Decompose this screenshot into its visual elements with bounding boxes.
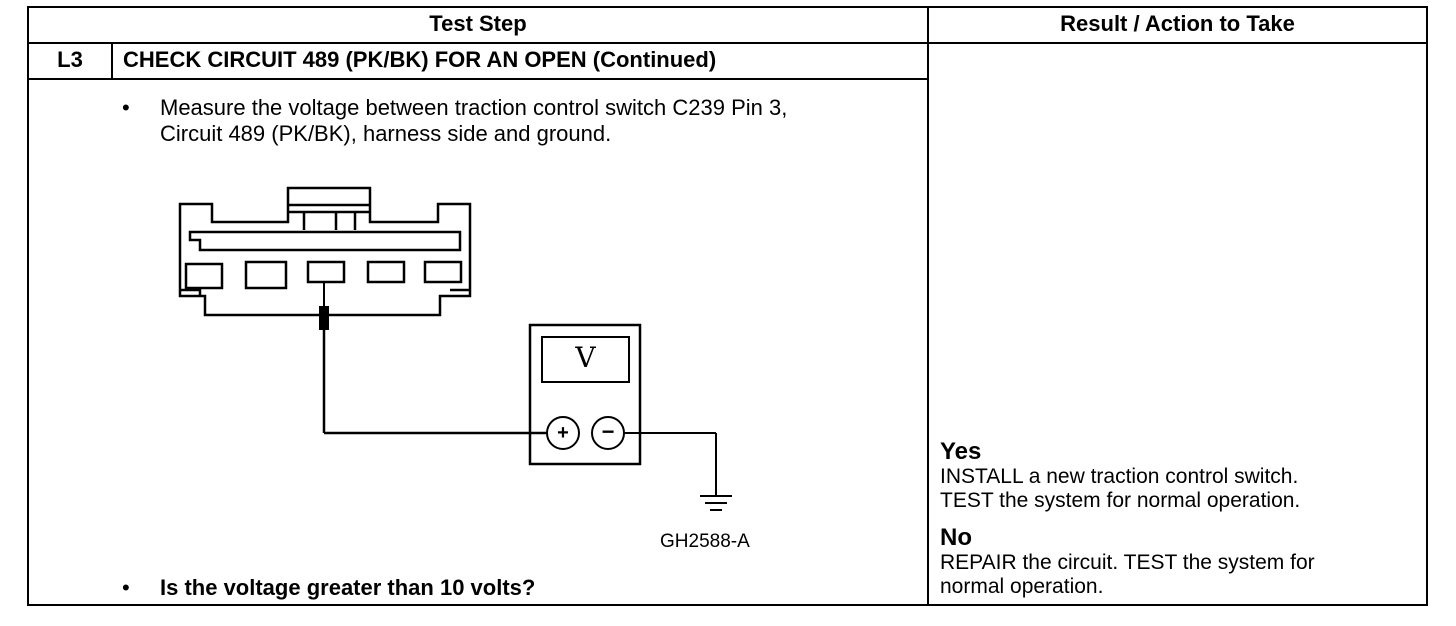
figure-id: GH2588-A (660, 531, 750, 552)
positive-terminal-label: + (557, 422, 569, 444)
measure-line-2: Circuit 489 (PK/BK), harness side and gr… (160, 121, 612, 146)
test-step-header: Test Step (429, 11, 527, 36)
step-title-divider (27, 78, 928, 80)
meter-display-symbol: V (575, 341, 596, 374)
no-label: No (940, 524, 972, 551)
pin-1 (184, 262, 224, 290)
step-title: CHECK CIRCUIT 489 (PK/BK) FOR AN OPEN (C… (123, 47, 717, 72)
pin-4 (366, 260, 406, 284)
measure-instruction-text: Measure the voltage between traction con… (160, 95, 787, 147)
wiring-diagram: V + − GH2588-A (178, 186, 750, 552)
voltage-question: • Is the voltage greater than 10 volts? (122, 575, 912, 603)
result-yes: Yes INSTALL a new traction control switc… (940, 439, 1420, 513)
ground-lead (624, 432, 717, 496)
step-id: L3 (57, 47, 83, 72)
voltmeter (528, 323, 642, 466)
test-probe (319, 282, 547, 435)
column-divider (927, 6, 929, 606)
bullet-marker: • (122, 95, 130, 120)
pin-2 (244, 260, 288, 290)
result-no: No REPAIR the circuit. TEST the system f… (940, 525, 1420, 599)
no-action-2: normal operation. (940, 575, 1104, 598)
bullet-marker: • (122, 575, 130, 600)
yes-label: Yes (940, 438, 982, 465)
negative-terminal-label: − (601, 419, 615, 444)
measure-line-1: Measure the voltage between traction con… (160, 95, 788, 120)
no-action-1: REPAIR the circuit. TEST the system for (940, 551, 1315, 574)
header-divider (27, 42, 1428, 44)
pin-5 (423, 260, 463, 284)
yes-action-2: TEST the system for normal operation. (940, 489, 1301, 512)
step-id-divider (111, 42, 113, 79)
pin-3 (306, 260, 346, 284)
yes-action-1: INSTALL a new traction control switch. (940, 465, 1299, 488)
result-action-header: Result / Action to Take (1060, 11, 1295, 36)
test-step-table (27, 6, 1428, 606)
measure-instruction: • Measure the voltage between traction c… (122, 95, 912, 149)
ground-icon (700, 495, 732, 511)
voltage-question-text: Is the voltage greater than 10 volts? (160, 575, 536, 600)
connector-pins (184, 260, 463, 290)
connector-c239 (178, 186, 472, 317)
